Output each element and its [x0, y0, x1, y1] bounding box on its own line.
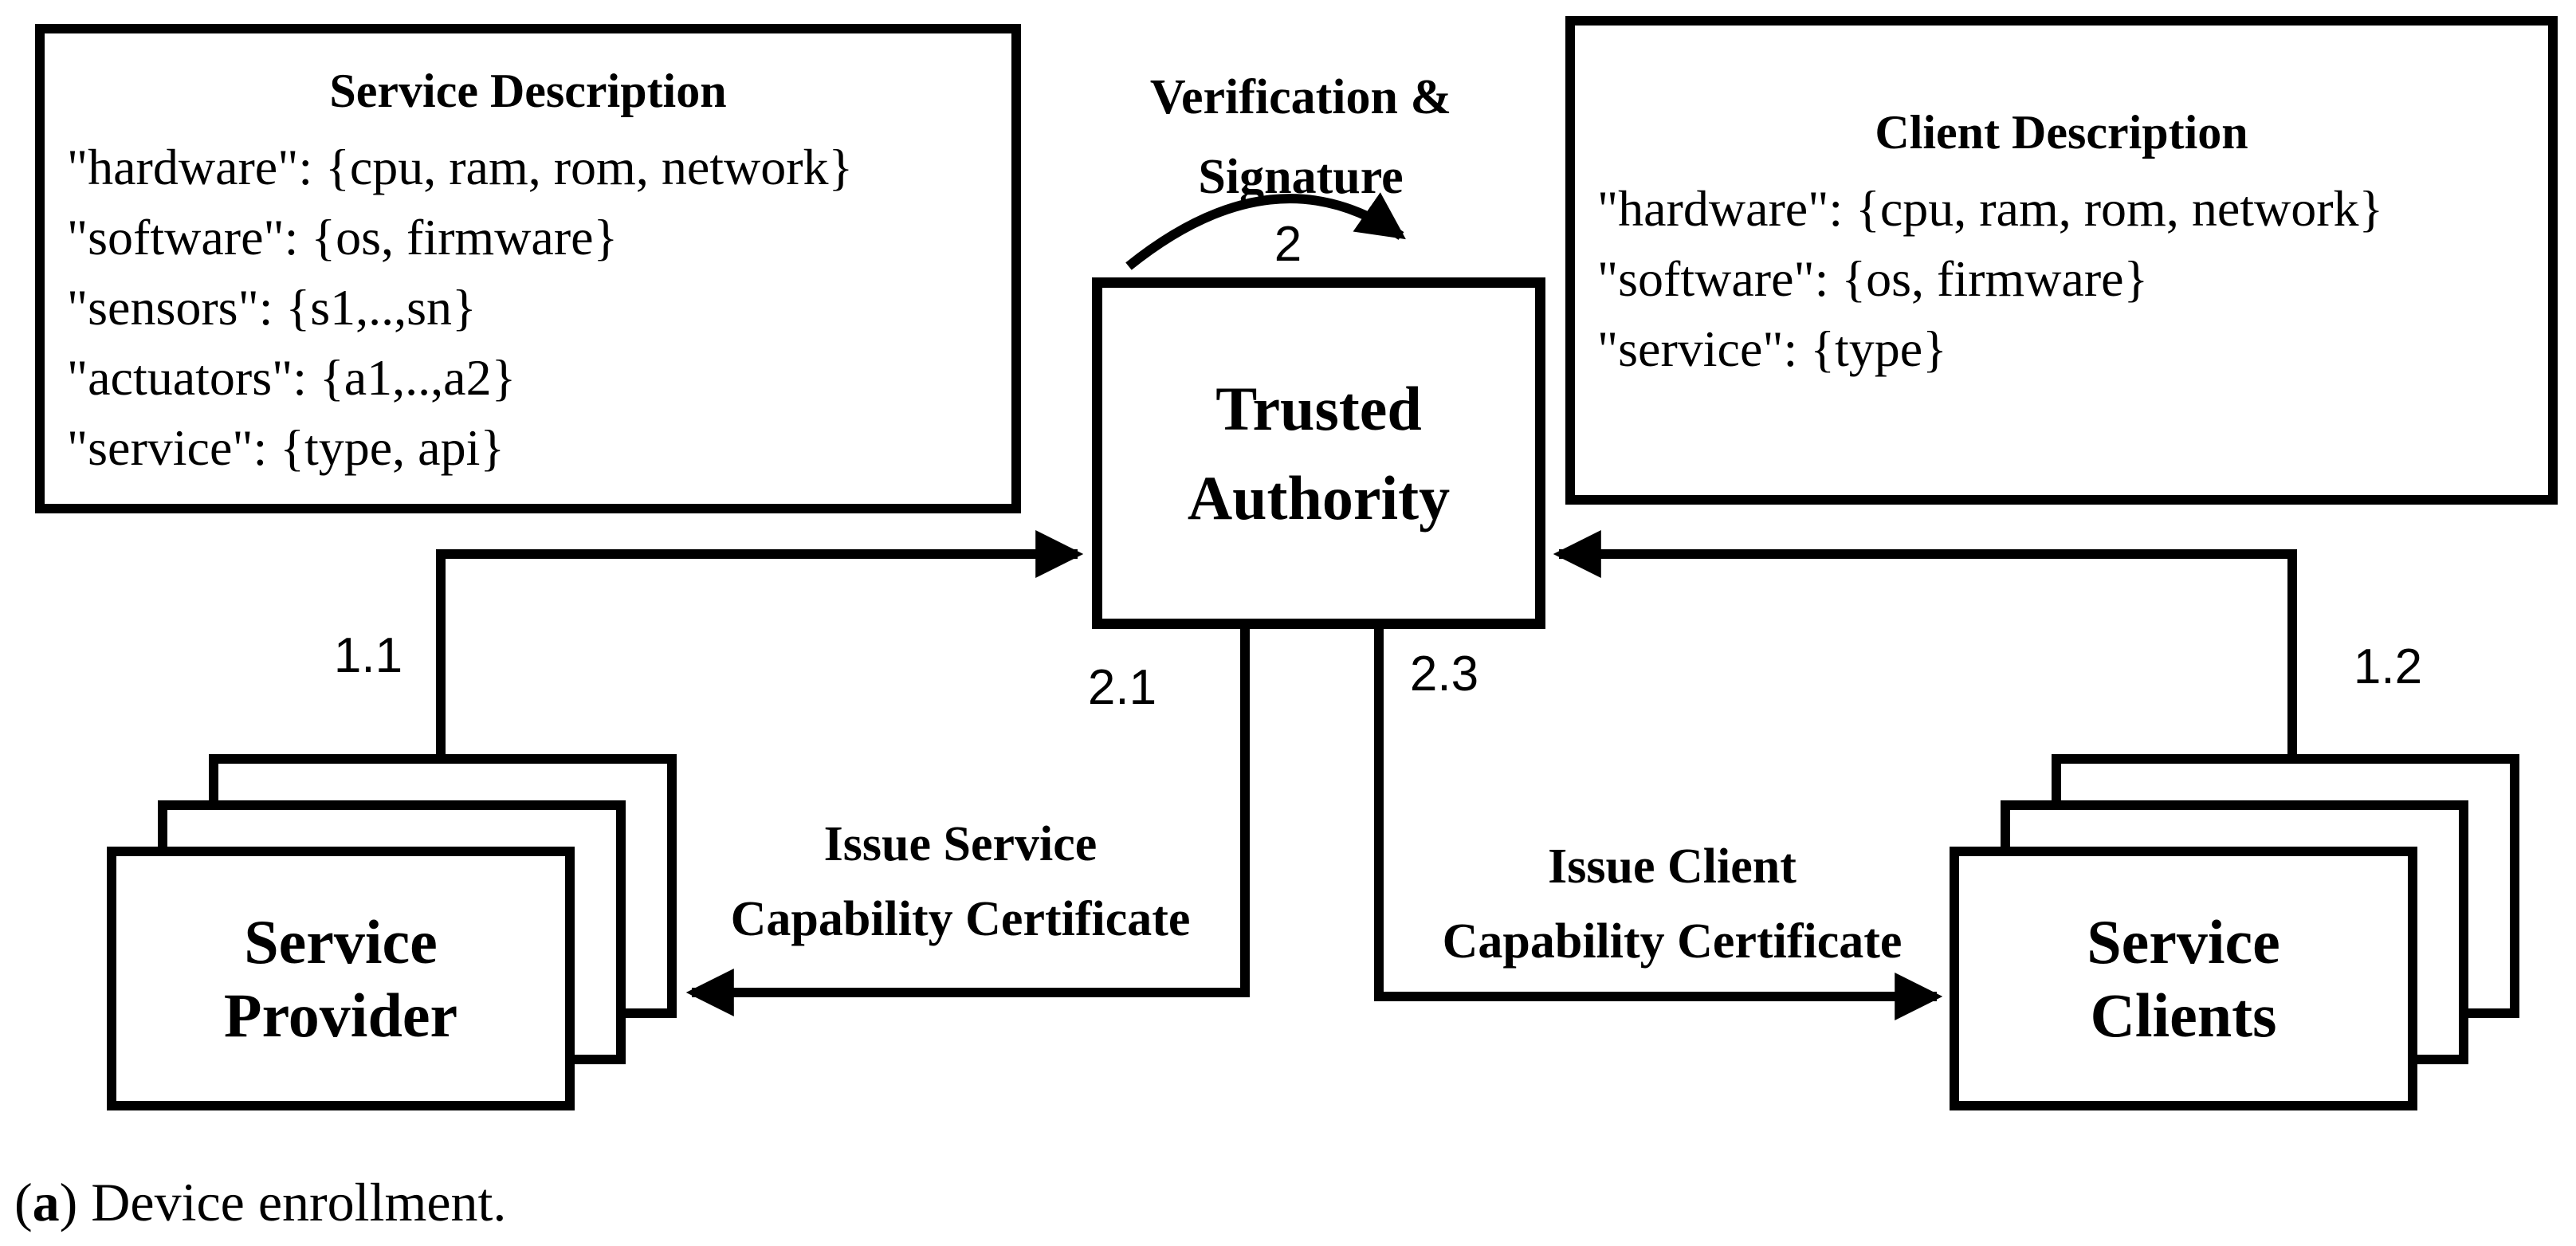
step-label-1-2: 1.2	[2353, 639, 2423, 694]
arrow-1-1-provider-to-authority	[436, 530, 1084, 757]
verification-signature-line2: Signature	[1198, 150, 1404, 204]
arrow-2-3-authority-to-clients	[1374, 626, 1943, 1020]
step-label-1-1: 1.1	[333, 628, 403, 683]
service-clients-box: Service Clients	[1950, 847, 2417, 1110]
service-provider-box: Service Provider	[107, 847, 575, 1110]
verification-signature-label: Verification & Signature	[1022, 57, 1580, 217]
service-description-line: "sensors": {s1,..,sn}	[67, 279, 477, 336]
trusted-authority-box: Trusted Authority	[1092, 277, 1545, 629]
issue-service-certificate-label: Issue Service Capability Certificate	[681, 807, 1239, 957]
service-description-box: Service Description "hardware": {cpu, ra…	[35, 24, 1021, 513]
service-provider-label-line1: Service	[244, 906, 438, 977]
trusted-authority-label-line2: Authority	[1187, 462, 1451, 533]
arrow-2-1-authority-to-provider	[685, 626, 1250, 1016]
figure-caption: (a) Device enrollment.	[14, 1170, 506, 1234]
issue-client-certificate-label: Issue Client Capability Certificate	[1393, 829, 1951, 979]
service-clients-label-line2: Clients	[2090, 980, 2277, 1050]
arrow-1-2-clients-to-authority	[1553, 530, 2297, 757]
issue-client-certificate-line1: Issue Client	[1548, 839, 1797, 894]
client-description-line: "hardware": {cpu, ram, rom, network}	[1597, 180, 2384, 237]
arrow-2-verification-arc	[1125, 192, 1406, 270]
issue-client-certificate-line2: Capability Certificate	[1442, 914, 1903, 969]
step-label-2: 2	[1274, 217, 1302, 272]
client-description-line: "software": {os, firmware}	[1597, 250, 2149, 307]
service-description-title: Service Description	[329, 65, 727, 117]
service-clients-label-line1: Service	[2087, 906, 2280, 977]
service-description-line: "hardware": {cpu, ram, rom, network}	[67, 139, 854, 195]
client-description-line: "service": {type}	[1597, 320, 1947, 377]
step-label-2-1: 2.1	[1087, 660, 1157, 715]
caption-text: ) Device enrollment.	[59, 1172, 507, 1232]
client-description-title: Client Description	[1875, 106, 2248, 159]
service-provider-label-line2: Provider	[223, 980, 458, 1050]
step-label-2-3: 2.3	[1409, 647, 1479, 702]
service-description-line: "actuators": {a1,..,a2}	[67, 349, 516, 406]
caption-letter: a	[32, 1172, 60, 1232]
issue-service-certificate-line1: Issue Service	[823, 817, 1098, 871]
issue-service-certificate-line2: Capability Certificate	[730, 892, 1191, 946]
client-description-box: Client Description "hardware": {cpu, ram…	[1565, 16, 2558, 505]
service-description-line: "software": {os, firmware}	[67, 209, 618, 265]
caption-open-paren: (	[14, 1172, 33, 1232]
service-description-line: "service": {type, api}	[67, 419, 505, 476]
trusted-authority-label-line1: Trusted	[1215, 373, 1422, 443]
verification-signature-line1: Verification &	[1149, 70, 1452, 124]
